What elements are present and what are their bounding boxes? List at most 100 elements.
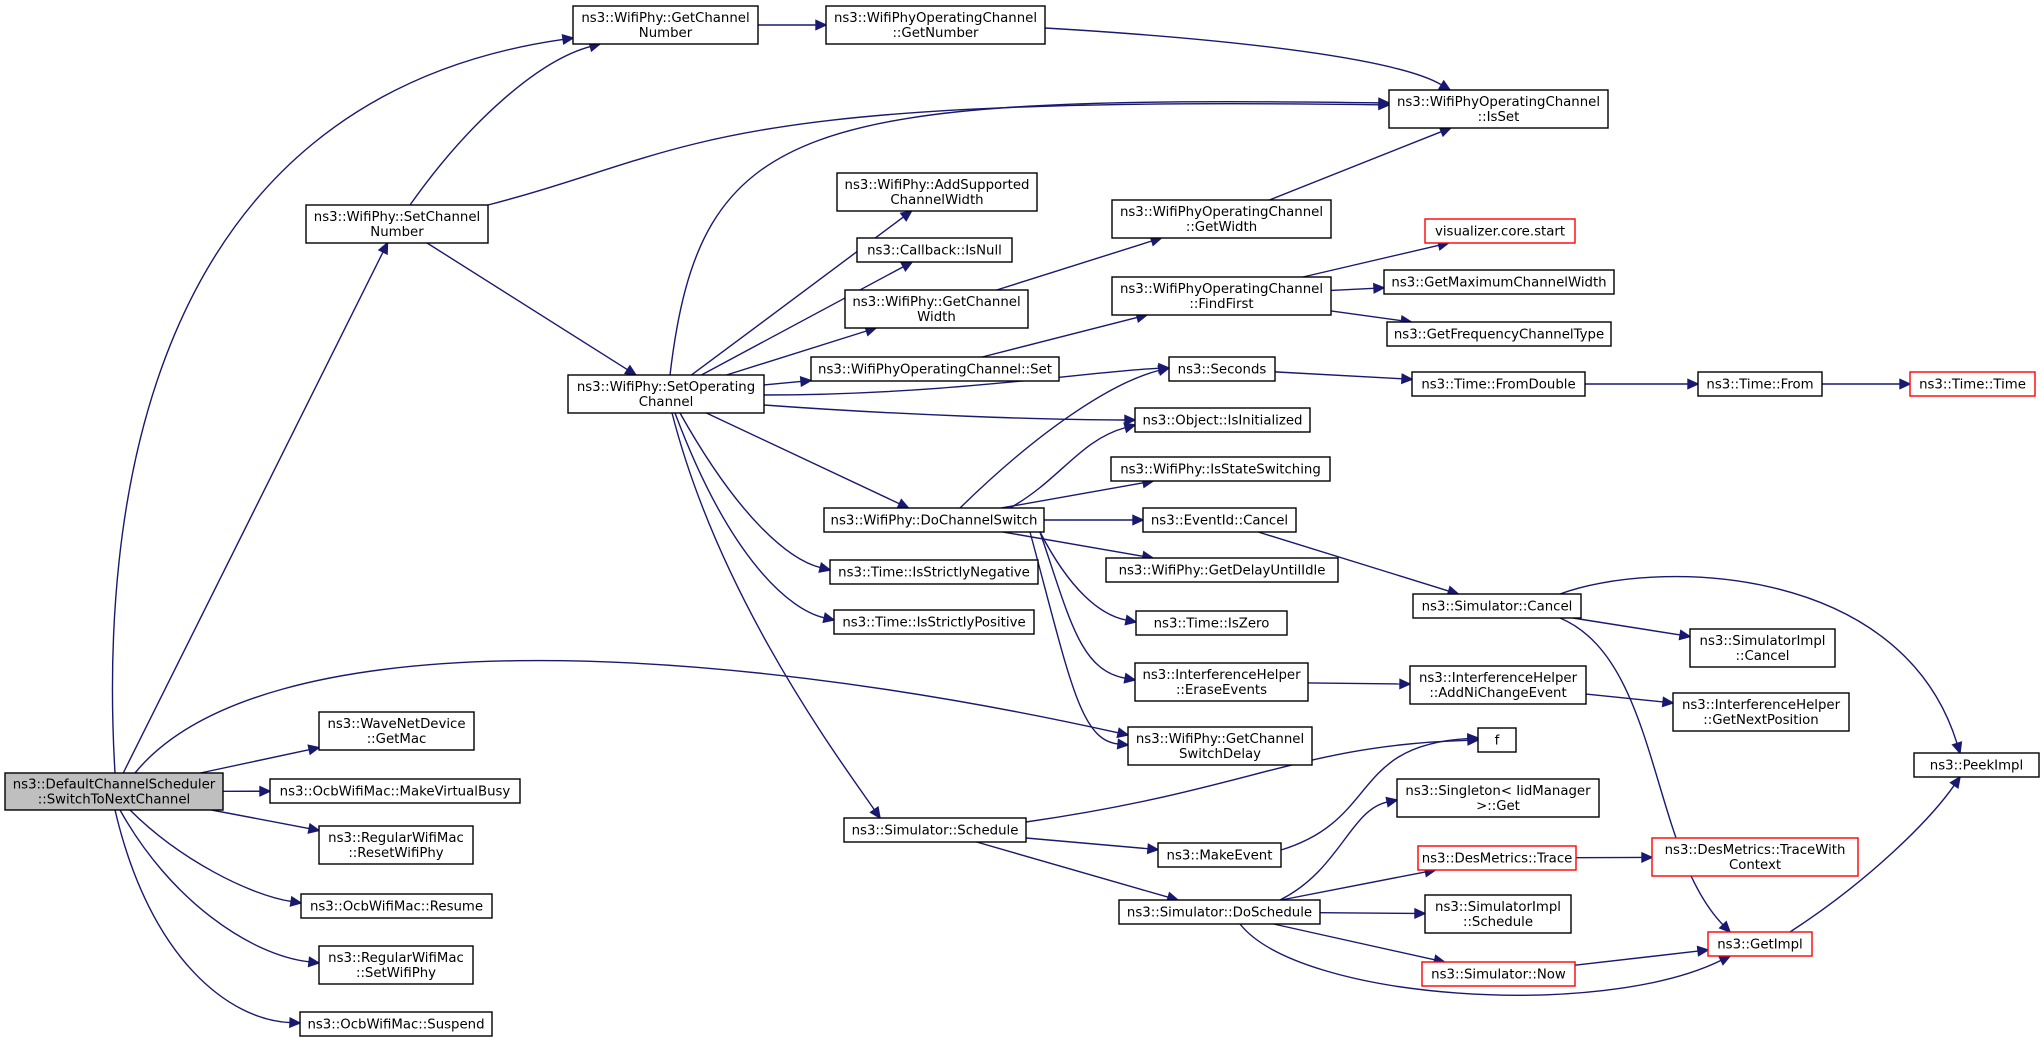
node-findfirst[interactable]: ns3::WifiPhyOperatingChannel::FindFirst — [1111, 276, 1332, 316]
node-addni[interactable]: ns3::InterferenceHelper::AddNiChangeEven… — [1409, 665, 1587, 705]
node-iszero[interactable]: ns3::Time::IsZero — [1135, 610, 1288, 636]
arrowhead-icon — [1123, 422, 1137, 434]
arrowhead-icon — [1661, 696, 1675, 708]
node-fromdouble[interactable]: ns3::Time::FromDouble — [1411, 371, 1586, 397]
edge-simcancel-to-peek — [1559, 575, 1963, 755]
node-label: ns3::WifiPhy::GetChannel — [581, 11, 749, 26]
node-makeevent[interactable]: ns3::MakeEvent — [1157, 842, 1282, 868]
node-vizstart[interactable]: visualizer.core.start — [1424, 218, 1576, 244]
node-opset[interactable]: ns3::WifiPhyOperatingChannel::Set — [810, 356, 1060, 382]
node-simcancel[interactable]: ns3::Simulator::Cancel — [1412, 593, 1582, 619]
node-label: SwitchDelay — [1179, 747, 1261, 762]
node-label: ns3::WifiPhyOperatingChannel::Set — [818, 363, 1052, 378]
node-label: ns3::InterferenceHelper — [1419, 671, 1578, 686]
arrowhead-icon — [1157, 365, 1171, 376]
edge-setop-to-ispos — [674, 412, 836, 624]
node-label: ns3::Simulator::Now — [1431, 968, 1566, 983]
node-label: ns3::Time::From — [1706, 378, 1813, 393]
edge-makeevent-to-f — [1280, 733, 1480, 851]
node-box — [1651, 837, 1859, 877]
node-schedule[interactable]: ns3::Simulator::Schedule — [843, 817, 1027, 843]
edge-simcancel-to-getimpl — [1559, 617, 1732, 934]
node-label: ::ResetWifiPhy — [348, 846, 443, 861]
node-f[interactable]: f — [1477, 727, 1517, 753]
arrowhead-icon — [1132, 514, 1145, 526]
node-trace[interactable]: ns3::DesMetrics::Trace — [1417, 845, 1577, 871]
node-label: f — [1495, 734, 1500, 749]
node-suspend[interactable]: ns3::OcbWifiMac::Suspend — [299, 1011, 493, 1037]
node-label: ns3::GetFrequencyChannelType — [1394, 328, 1604, 343]
arrowhead-icon — [289, 1016, 302, 1029]
edge-dochsw-to-getdelay — [1003, 531, 1155, 562]
node-label: ns3::WifiPhy::GetChannel — [1136, 732, 1304, 747]
node-opgetnum[interactable]: ns3::WifiPhyOperatingChannel::GetNumber — [825, 5, 1046, 45]
node-getnextpos[interactable]: ns3::InterferenceHelper::GetNextPosition — [1672, 692, 1850, 732]
node-ispos[interactable]: ns3::Time::IsStrictlyPositive — [833, 609, 1035, 635]
node-box — [1417, 845, 1577, 871]
node-singleton[interactable]: ns3::Singleton< IidManager>::Get — [1396, 778, 1600, 818]
node-wavemac[interactable]: ns3::WaveNetDevice::GetMac — [318, 711, 475, 751]
node-label: Channel — [639, 395, 694, 410]
arrowhead-icon — [289, 895, 303, 907]
arrowhead-icon — [307, 822, 321, 834]
node-label: ::IsSet — [1478, 110, 1520, 125]
node-box — [1412, 593, 1582, 619]
node-label: ns3::GetMaximumChannelWidth — [1391, 276, 1606, 291]
node-getmaxw[interactable]: ns3::GetMaximumChannelWidth — [1383, 269, 1615, 295]
node-label: ns3::WifiPhy::AddSupported — [845, 178, 1030, 193]
node-box — [843, 817, 1027, 843]
node-getfreq[interactable]: ns3::GetFrequencyChannelType — [1386, 321, 1612, 347]
node-isstatesw[interactable]: ns3::WifiPhy::IsStateSwitching — [1110, 456, 1331, 482]
node-now[interactable]: ns3::Simulator::Now — [1421, 961, 1576, 987]
node-label: ns3::WifiPhy::DoChannelSwitch — [831, 514, 1038, 529]
edge-dochsw-to-swdelay — [1029, 531, 1130, 750]
edge-setop-to-isneg — [679, 412, 832, 573]
node-isneg[interactable]: ns3::Time::IsStrictlyNegative — [829, 559, 1039, 585]
node-dochsw[interactable]: ns3::WifiPhy::DoChannelSwitch — [823, 507, 1045, 533]
arrowhead-icon — [1124, 414, 1137, 426]
node-erase[interactable]: ns3::InterferenceHelper::EraseEvents — [1134, 662, 1309, 702]
node-getimpl[interactable]: ns3::GetImpl — [1707, 931, 1813, 957]
node-isnull[interactable]: ns3::Callback::IsNull — [856, 237, 1013, 263]
node-dosched[interactable]: ns3::Simulator::DoSchedule — [1118, 899, 1321, 925]
node-label: ::EraseEvents — [1176, 683, 1267, 698]
node-label: ns3::SimulatorImpl — [1700, 634, 1826, 649]
edge-fromdouble-to-from — [1584, 378, 1700, 390]
node-root[interactable]: ns3::DefaultChannelScheduler::SwitchToNe… — [4, 772, 224, 811]
node-peek[interactable]: ns3::PeekImpl — [1913, 752, 2040, 778]
node-label: ns3::Time::IsStrictlyNegative — [838, 566, 1030, 581]
node-label: ns3::EventId::Cancel — [1151, 514, 1288, 529]
node-reset[interactable]: ns3::RegularWifiMac::ResetWifiPhy — [318, 825, 474, 865]
node-from[interactable]: ns3::Time::From — [1697, 371, 1823, 397]
node-getdelay[interactable]: ns3::WifiPhy::GetDelayUntilIdle — [1105, 557, 1339, 583]
arrowhead-icon — [1116, 727, 1130, 739]
edge-setop-to-addsupp — [691, 209, 913, 376]
node-box — [318, 825, 474, 865]
node-setphy[interactable]: ns3::RegularWifiMac::SetWifiPhy — [318, 945, 474, 985]
arrowhead-icon — [1438, 126, 1453, 138]
node-seconds[interactable]: ns3::Seconds — [1168, 356, 1276, 382]
node-isset[interactable]: ns3::WifiPhyOperatingChannel::IsSet — [1388, 89, 1609, 129]
node-label: ns3::Simulator::Schedule — [852, 824, 1019, 839]
node-isinit[interactable]: ns3::Object::IsInitialized — [1134, 407, 1311, 433]
node-vbusy[interactable]: ns3::OcbWifiMac::MakeVirtualBusy — [269, 778, 521, 804]
node-implsched[interactable]: ns3::SimulatorImpl::Schedule — [1424, 894, 1572, 934]
node-time[interactable]: ns3::Time::Time — [1909, 371, 2036, 397]
arrowhead-icon — [1899, 378, 1912, 390]
node-evcancel[interactable]: ns3::EventId::Cancel — [1142, 507, 1297, 533]
node-getwidth[interactable]: ns3::WifiPhyOperatingChannel::GetWidth — [1111, 199, 1332, 239]
node-box — [856, 237, 1013, 263]
node-implcancel[interactable]: ns3::SimulatorImpl::Cancel — [1689, 628, 1836, 668]
node-resume[interactable]: ns3::OcbWifiMac::Resume — [300, 893, 493, 919]
node-box — [1157, 842, 1282, 868]
node-box — [844, 289, 1029, 329]
node-label: ns3::WifiPhyOperatingChannel — [1120, 282, 1323, 297]
node-box — [1383, 269, 1615, 295]
